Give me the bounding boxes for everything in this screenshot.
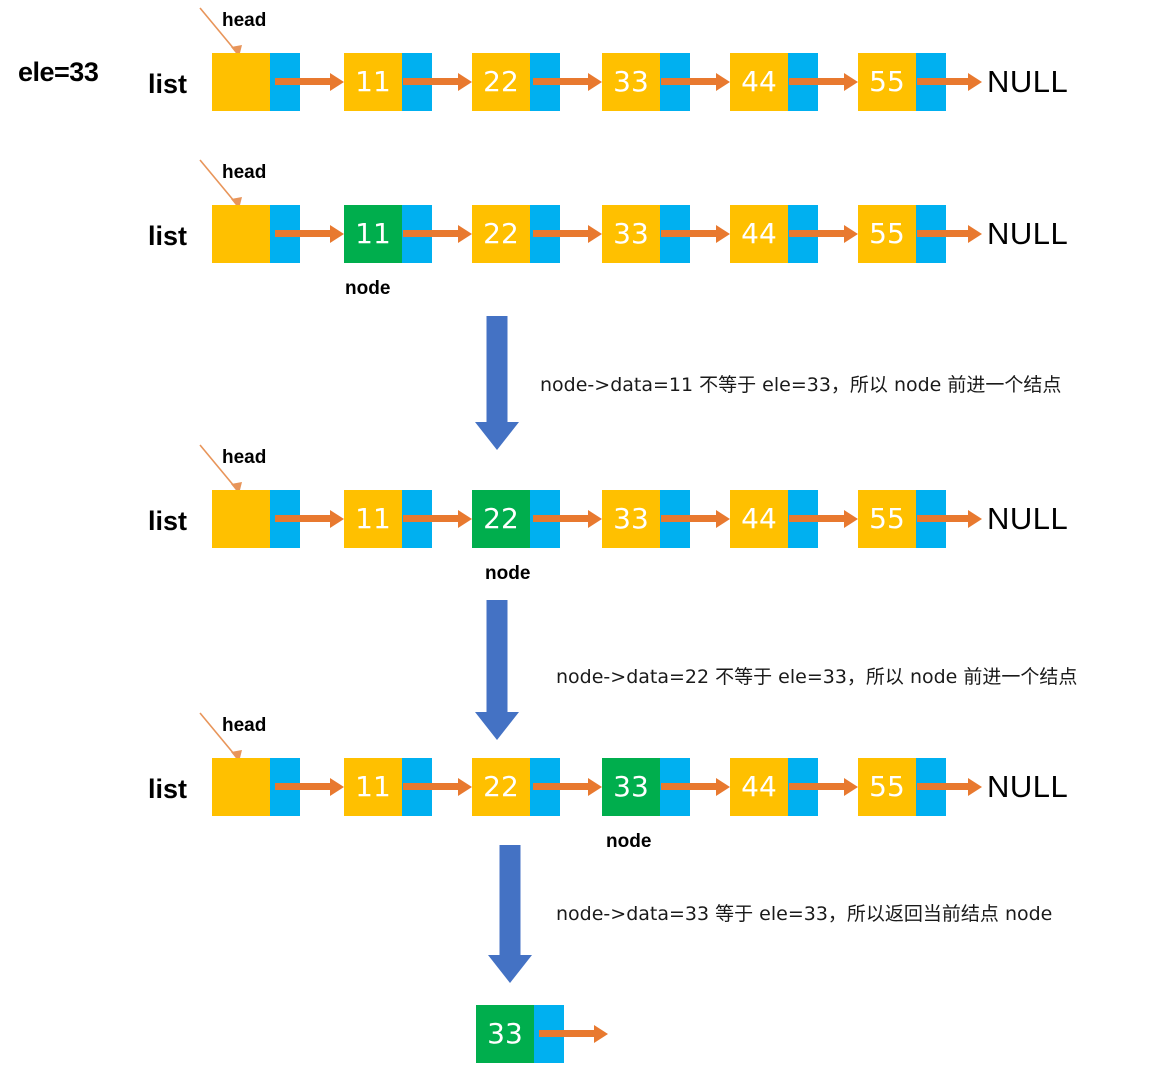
link-arrow xyxy=(275,72,344,91)
step-3-annotation: node->data=33 等于 ele=33，所以返回当前结点 node xyxy=(556,903,1053,925)
row-node-at-22-list-label: list xyxy=(148,506,188,536)
node-11: 11 xyxy=(344,490,432,548)
node-data-cell xyxy=(212,758,270,816)
node-data-cell: 22 xyxy=(472,490,530,548)
link-arrow xyxy=(789,72,858,91)
node-data-cell xyxy=(212,490,270,548)
link-arrow-null xyxy=(917,777,982,796)
link-arrow xyxy=(403,509,472,528)
node-data-cell: 22 xyxy=(472,205,530,263)
node-data-cell: 55 xyxy=(858,758,916,816)
link-arrow xyxy=(661,72,730,91)
row-node-at-11-null-label: NULL xyxy=(987,216,1069,251)
row-initial-null-label: NULL xyxy=(987,64,1069,99)
link-arrow-null xyxy=(917,224,982,243)
node-data-cell: 33 xyxy=(602,53,660,111)
node-data-cell: 11 xyxy=(344,490,402,548)
link-arrow-null xyxy=(917,509,982,528)
node-11: 11 xyxy=(344,53,432,111)
node-data-cell: 33 xyxy=(602,205,660,263)
flow-arrow-3 xyxy=(478,845,542,983)
link-arrow-null xyxy=(917,72,982,91)
flow-arrow-2 xyxy=(465,600,529,740)
row-initial-list-label: list xyxy=(148,69,188,99)
node-data-cell: 11 xyxy=(344,53,402,111)
node-data-cell: 44 xyxy=(730,53,788,111)
link-arrow xyxy=(661,777,730,796)
node-55: 55 xyxy=(858,53,946,111)
row-node-at-22-head-label: head xyxy=(222,447,267,468)
node-22: 22 xyxy=(472,758,560,816)
link-arrow xyxy=(403,72,472,91)
node-data-cell: 55 xyxy=(858,490,916,548)
link-arrow xyxy=(403,777,472,796)
node-data-cell xyxy=(212,53,270,111)
node-data-cell: 44 xyxy=(730,490,788,548)
row-node-at-33-list-label: list xyxy=(148,774,188,804)
node-data-cell: 55 xyxy=(858,205,916,263)
node-data-cell: 11 xyxy=(344,758,402,816)
link-arrow xyxy=(789,509,858,528)
link-arrow xyxy=(533,72,602,91)
link-arrow xyxy=(275,224,344,243)
link-arrow xyxy=(275,509,344,528)
row-node-at-22-node-caption: node xyxy=(485,563,531,584)
row-initial-head-label: head xyxy=(222,10,267,31)
row-node-at-22-null-label: NULL xyxy=(987,501,1069,536)
node-data-cell: 22 xyxy=(472,758,530,816)
node-data-cell: 55 xyxy=(858,53,916,111)
link-arrow xyxy=(275,777,344,796)
row-initial: list head 11 22 33 44 55 xyxy=(0,0,1170,130)
row-node-at-33: list head 11 22 33 44 55 xyxy=(0,705,1170,860)
row-node-at-11-head-label: head xyxy=(222,162,267,183)
link-arrow xyxy=(533,777,602,796)
search-key-label: ele=33 xyxy=(18,57,99,87)
node-data-cell: 22 xyxy=(472,53,530,111)
node-data-cell xyxy=(212,205,270,263)
flow-arrow-1 xyxy=(465,316,529,450)
link-arrow xyxy=(789,224,858,243)
row-node-at-11: list head 11 22 33 44 55 xyxy=(0,152,1170,307)
row-node-at-11-node-caption: node xyxy=(345,278,391,299)
step-1-annotation: node->data=11 不等于 ele=33，所以 node 前进一个结点 xyxy=(540,374,1062,396)
node-head xyxy=(212,490,300,548)
node-data-cell: 33 xyxy=(602,758,660,816)
result-link-arrow xyxy=(539,1024,608,1043)
link-arrow xyxy=(789,777,858,796)
link-arrow xyxy=(661,224,730,243)
row-node-at-33-null-label: NULL xyxy=(987,769,1069,804)
row-node-at-33-node-caption: node xyxy=(606,831,652,852)
link-arrow xyxy=(533,509,602,528)
node-data-cell: 33 xyxy=(602,490,660,548)
row-node-at-11-list-label: list xyxy=(148,221,188,251)
node-data-cell: 44 xyxy=(730,758,788,816)
node-data-cell: 11 xyxy=(344,205,402,263)
link-arrow xyxy=(533,224,602,243)
link-arrow xyxy=(661,509,730,528)
node-33: 33 xyxy=(602,205,690,263)
result-node-data-cell: 33 xyxy=(476,1005,534,1063)
row-node-at-22: list head 11 22 33 44 55 xyxy=(0,437,1170,592)
node-data-cell: 44 xyxy=(730,205,788,263)
step-2-annotation: node->data=22 不等于 ele=33，所以 node 前进一个结点 xyxy=(556,666,1078,688)
row-node-at-33-head-label: head xyxy=(222,715,267,736)
link-arrow xyxy=(403,224,472,243)
